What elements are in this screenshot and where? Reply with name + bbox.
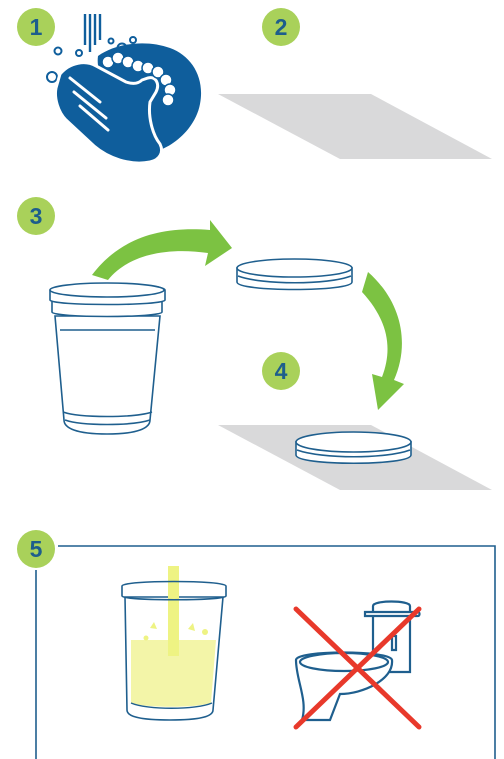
step-number-badge: 2 (262, 8, 300, 46)
cup-lid-icon (296, 432, 411, 463)
specimen-cup-icon (50, 283, 165, 434)
step-number-badge: 4 (262, 352, 300, 390)
no-toilet-icon (296, 602, 420, 728)
step-number-badge: 1 (17, 8, 55, 46)
curved-arrow-icon (362, 272, 404, 410)
cup-lid-icon (237, 259, 352, 290)
step-number-badge: 3 (17, 197, 55, 235)
instruction-frame (36, 546, 495, 759)
urine-cup-icon (122, 566, 226, 720)
curved-arrow-icon (92, 220, 232, 280)
step-number-badge: 5 (17, 530, 55, 568)
paper-towel-icon (218, 94, 492, 159)
handwashing-icon (47, 14, 201, 163)
